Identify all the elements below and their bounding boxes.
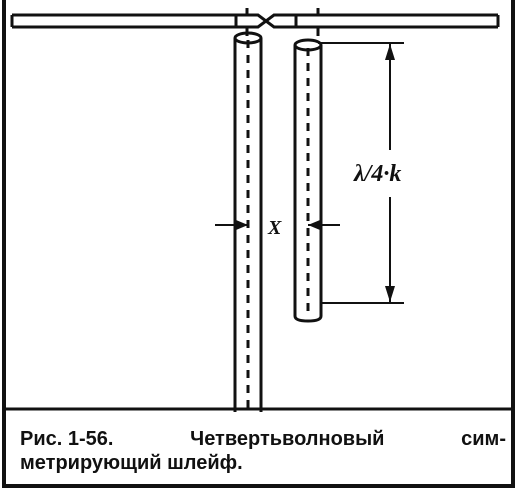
feed-point-crossover xyxy=(234,8,320,36)
caption-fig-word: Рис. xyxy=(20,428,63,450)
caption-line-1: Рис. 1-56. Четвертьволновый сим- xyxy=(20,427,506,451)
caption-word-2-part: сим- xyxy=(461,428,506,450)
caption-word-1: Четвертьволновый xyxy=(190,428,385,450)
caption-fig-number: 1-56. xyxy=(67,428,114,450)
spacing-dimension xyxy=(215,220,340,230)
dipole-arm-right xyxy=(296,13,500,29)
length-dimension xyxy=(318,42,404,304)
length-label: λ/4·k xyxy=(353,161,401,187)
dipole-arm-left xyxy=(10,13,236,29)
spacing-label: X xyxy=(267,217,282,239)
figure-caption: Рис. 1-56. Четвертьволновый сим- метриру… xyxy=(20,427,506,475)
caption-fig-label: Рис. 1-56. xyxy=(20,427,113,451)
quarter-wave-stub xyxy=(293,38,323,323)
caption-line-2: метрирующий шлейф. xyxy=(20,452,243,474)
